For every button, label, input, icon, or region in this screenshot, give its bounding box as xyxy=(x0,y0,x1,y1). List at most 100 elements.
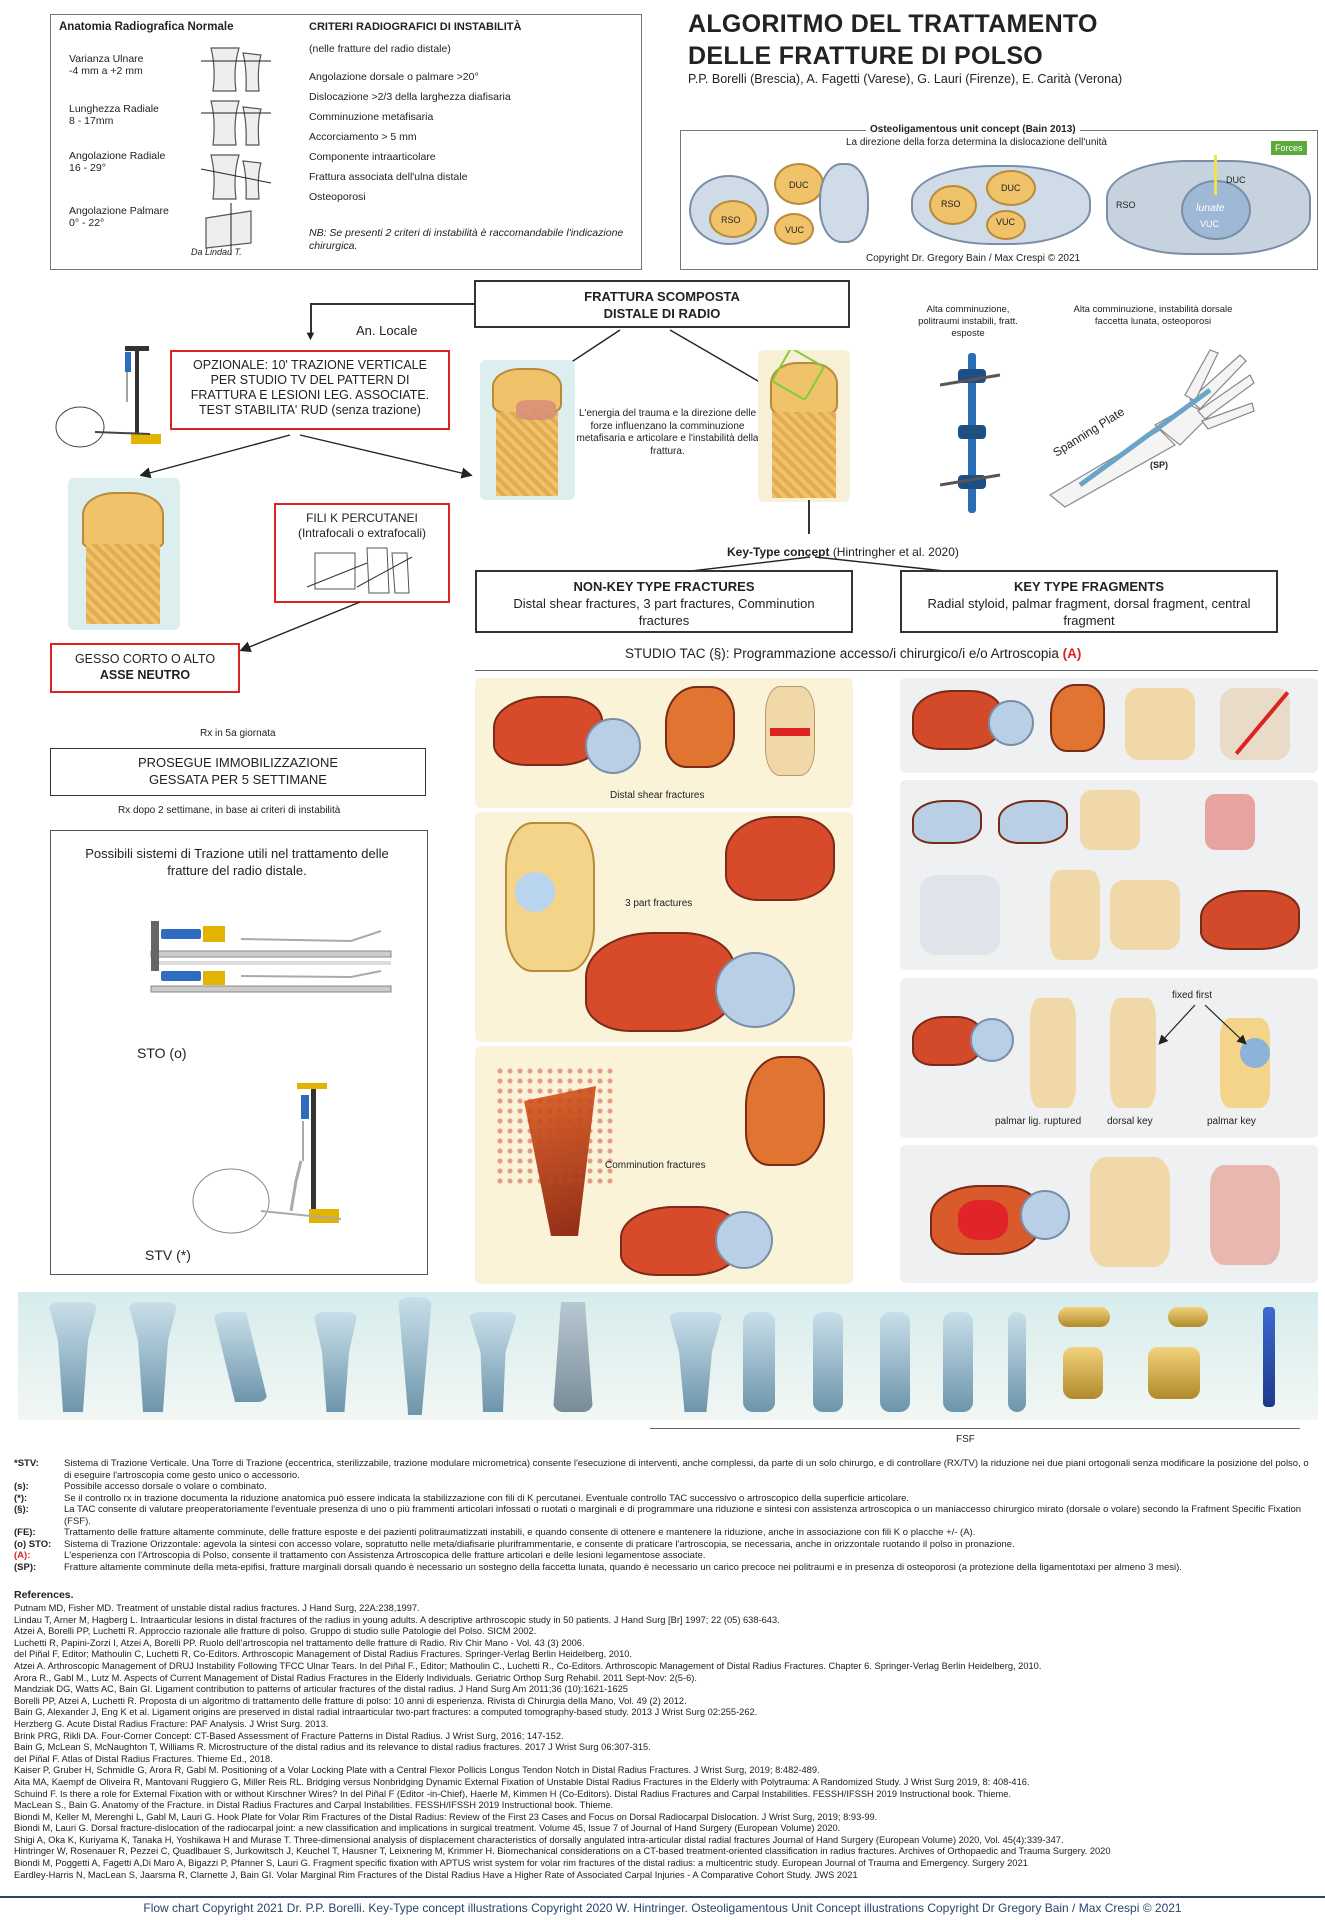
traction-title: Possibili sistemi di Trazione utili nel … xyxy=(85,846,389,878)
criteria-item: Frattura associata dell'ulna distale xyxy=(309,171,468,183)
page-title-line2: DELLE FRATTURE DI POLSO xyxy=(688,42,1044,70)
volar-plate-icon xyxy=(128,1302,178,1412)
sp-label: (SP) xyxy=(1150,460,1168,470)
rx2-label: Rx dopo 2 settimane, in base ai criteri … xyxy=(118,805,341,816)
stv-label: STV (*) xyxy=(145,1247,191,1263)
palmar-lig-label: palmar lig. ruptured xyxy=(995,1116,1082,1127)
fsf-underline xyxy=(650,1428,1300,1429)
key-panel-4 xyxy=(900,1145,1318,1283)
keytype-label: Key-Type concept (Hintringher et al. 202… xyxy=(727,545,959,559)
reference-item: del Piñal F. Atlas of Distal Radius Frac… xyxy=(14,1753,273,1764)
alta-comminuzione-1: Alta comminuzione, politraumi instabili,… xyxy=(918,304,1018,339)
key-panel-3: fixed first palmar lig. ruptured dorsal … xyxy=(900,978,1318,1138)
criteria-item: Accorciamento > 5 mm xyxy=(309,131,417,143)
hook-plate-icon xyxy=(743,1312,775,1412)
reference-item: Hintringer W, Rosenauer R, Pezzei C, Qua… xyxy=(14,1846,1111,1857)
references-title: References. xyxy=(14,1589,74,1601)
criteria-item: Comminuzione metafisaria xyxy=(309,111,434,123)
volar-plate-icon xyxy=(48,1302,98,1412)
distal-shear-panel: Distal shear fractures xyxy=(475,678,853,808)
fili-k-box: FILI K PERCUTANEI (Intrafocali o extrafo… xyxy=(274,503,450,603)
radius-illustration-left xyxy=(68,478,180,630)
reference-item: Borelli PP, Atzei A, Luchetti R. Propost… xyxy=(14,1695,687,1706)
footnote-row: (o) STO:Sistema di Trazione Orizzontale:… xyxy=(14,1538,1015,1550)
reference-item: Atzei A. Arthroscopic Management of DRUJ… xyxy=(14,1660,1042,1671)
reference-item: Brink PRG, Rikli DA. Four-Corner Concept… xyxy=(14,1730,564,1741)
reference-item: Luchetti R, Papini-Zorzi I, Atzei A, Bor… xyxy=(14,1637,585,1648)
footnote-row: (FE):Trattamento delle fratture altament… xyxy=(14,1527,976,1538)
anatomy-item: Lunghezza Radiale 8 - 17mm xyxy=(69,103,159,127)
criteria-item: Componente intraarticolare xyxy=(309,151,436,163)
gold-plate-icon xyxy=(1148,1347,1200,1399)
reference-item: Atzei A, Borelli PP, Luchetti R. Approcc… xyxy=(14,1626,537,1637)
horizontal-traction-illustration xyxy=(150,921,392,993)
optional-traction-box: OPZIONALE: 10' TRAZIONE VERTICALE PER ST… xyxy=(170,350,450,430)
distal-shear-label: Distal shear fractures xyxy=(610,790,705,801)
sto-label: STO (o) xyxy=(137,1045,187,1061)
osteo-label-duc: DUC xyxy=(1226,175,1246,185)
reference-item: Kaiser P, Gruber H, Schmidle G, Arora R,… xyxy=(14,1765,820,1776)
reference-item: Biondi M, Poggetti A, Fagetti A,Di Maro … xyxy=(14,1858,1028,1869)
fixed-first-arrows xyxy=(1158,1004,1247,1045)
osteo-illustration: RSO DUC VUC xyxy=(689,155,869,250)
reference-item: Mandziak DG, Watts AC, Bain GI. Ligament… xyxy=(14,1684,628,1695)
comminution-panel: Comminution fractures xyxy=(475,1046,853,1284)
authors: P.P. Borelli (Brescia), A. Fagetti (Vare… xyxy=(688,72,1123,86)
straight-plate-icon xyxy=(1008,1312,1026,1412)
footnote-row: (A):L'esperienza con l'Artroscopia di Po… xyxy=(14,1550,706,1561)
spanning-plate-illustration xyxy=(1048,349,1255,508)
three-part-panel: 3 part fractures xyxy=(475,812,853,1042)
osteo-title: Osteoligamentous unit concept (Bain 2013… xyxy=(866,124,1080,135)
reference-item: Bain G, Alexander J, Eng K et al. Ligame… xyxy=(14,1707,758,1718)
reference-item: Lindau T, Arner M, Hagberg L. Intraartic… xyxy=(14,1614,780,1625)
footnote-row: (§):La TAC consente di valutare preopera… xyxy=(14,1504,1302,1527)
footer-divider xyxy=(0,1896,1325,1898)
footnotes: *STV:Sistema di Trazione Verticale. Una … xyxy=(14,1458,1314,1573)
footer-copyright: Flow chart Copyright 2021 Dr. P.P. Borel… xyxy=(143,1901,1182,1915)
energy-text: L'energia del trauma e la direzione dell… xyxy=(576,408,759,457)
criteria-title: CRITERI RADIOGRAFICI DI INSTABILITÀ xyxy=(309,21,522,33)
criteria-subtitle: (nelle fratture del radio distale) xyxy=(309,43,451,55)
dorsal-plate-icon xyxy=(398,1297,432,1415)
osteo-label-duc: DUC xyxy=(1001,183,1021,193)
criteria-list: Angolazione dorsale o palmare >20° Dislo… xyxy=(309,67,511,207)
external-fixator-illustration xyxy=(940,353,1001,513)
reference-item: MacLean S., Bain G. Anatomy of the Fract… xyxy=(14,1800,614,1811)
osteo-label-duc: DUC xyxy=(789,180,809,190)
osteo-label-lunate: lunate xyxy=(1196,202,1225,214)
an-locale-label: An. Locale xyxy=(356,323,418,338)
footnote-row: (*):Se il controllo rx in trazione docum… xyxy=(14,1492,910,1504)
reference-item: Biondi M, Keller M, Merenghi L, Gabl M, … xyxy=(14,1811,878,1822)
fragment-plate-icon xyxy=(880,1312,910,1412)
reference-item: del Piñal F, Editor; Mathoulin C, Luchet… xyxy=(14,1649,633,1660)
footnote-row: *STV:Sistema di Trazione Verticale. Una … xyxy=(14,1458,1309,1481)
gesso-box: GESSO CORTO O ALTO ASSE NEUTRO xyxy=(50,643,240,693)
main-fracture-box: FRATTURA SCOMPOSTA DISTALE DI RADIO xyxy=(474,280,850,328)
reference-item: Biondi M, Lauri G. Dorsal fracture-dislo… xyxy=(14,1823,841,1834)
chain-plate-icon xyxy=(553,1302,593,1412)
key-panel-1 xyxy=(900,678,1318,773)
fixed-first-label: fixed first xyxy=(1172,990,1213,1001)
reference-item: Arora R., Gabl M., Lutz M. Aspects of Cu… xyxy=(14,1672,697,1683)
anatomy-item: Angolazione Radiale 16 - 29° xyxy=(69,150,166,174)
fragment-plate-icon xyxy=(213,1312,268,1402)
anatomy-criteria-panel: Anatomia Radiografica Normale Varianza U… xyxy=(50,14,642,270)
key-box: KEY TYPE FRAGMENTS Radial styloid, palma… xyxy=(900,570,1278,633)
criteria-item: Dislocazione >2/3 della larghezza diafis… xyxy=(309,91,511,103)
osteo-label-rso: RSO xyxy=(1116,200,1136,210)
criteria-item: Angolazione dorsale o palmare >20° xyxy=(309,71,479,83)
vertical-traction-illustration xyxy=(192,1083,342,1234)
screw-icon xyxy=(1263,1307,1275,1407)
dorsal-key-label: dorsal key xyxy=(1107,1116,1153,1127)
criteria-item: Osteoporosi xyxy=(309,191,366,203)
comminution-label: Comminution fractures xyxy=(605,1160,706,1171)
palmar-key-label: palmar key xyxy=(1207,1116,1256,1127)
osteo-label-rso: RSO xyxy=(721,215,741,225)
criteria-note: NB: Se presenti 2 criteri di instabilità… xyxy=(309,227,624,252)
references-list: Putnam MD, Fisher MD. Treatment of unsta… xyxy=(14,1603,1314,1881)
osteo-label-vuc: VUC xyxy=(1200,219,1220,229)
alta-comminuzione-2: Alta comminuzione, instabilità dorsale f… xyxy=(1073,304,1233,327)
flow-line xyxy=(310,303,312,333)
osteo-panel: Osteoligamentous unit concept (Bain 2013… xyxy=(680,124,1318,270)
traction-tower-illustration xyxy=(55,346,161,448)
